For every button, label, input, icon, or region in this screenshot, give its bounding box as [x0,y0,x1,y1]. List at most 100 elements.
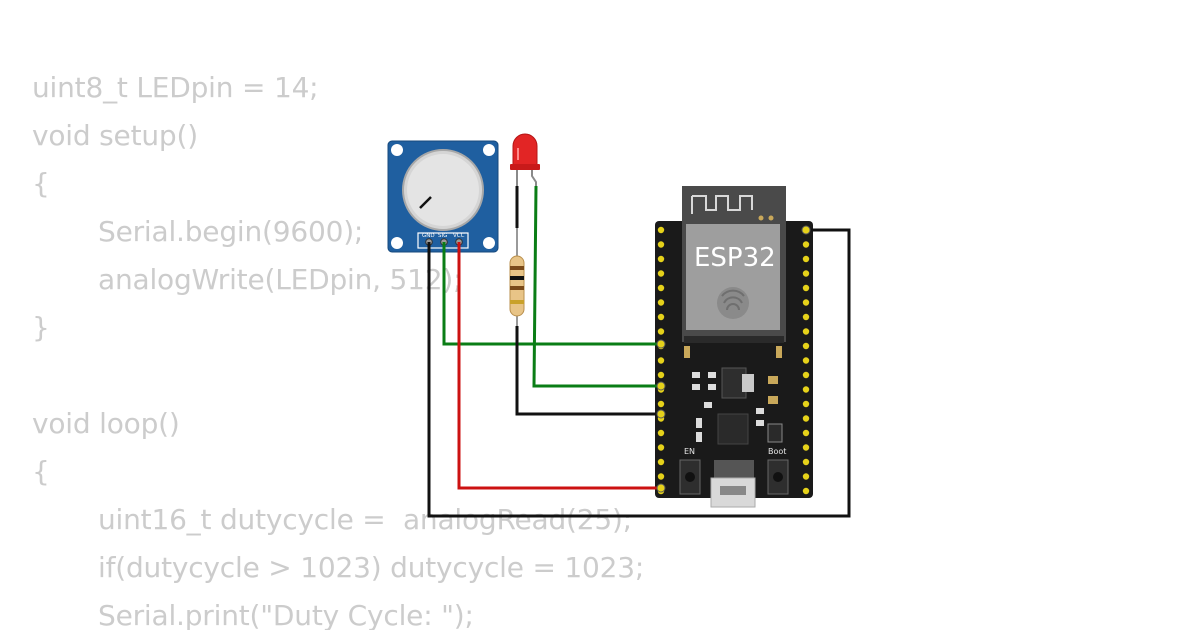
header-pin[interactable] [802,313,810,321]
right-pin-header [802,226,810,495]
mount-hole-icon [391,144,403,156]
resistor-band [510,266,524,270]
board-title: ESP32 [694,243,776,273]
header-pin[interactable] [802,270,810,277]
header-pin[interactable] [802,328,810,335]
pot-pin-gnd-label: GND [422,233,435,239]
wire-red-vcc[interactable] [457,242,660,490]
led-body [512,133,538,169]
header-pin[interactable] [657,226,665,234]
header-pin[interactable] [802,284,810,292]
header-pin[interactable] [657,270,665,277]
smd-part [708,372,716,378]
header-pin[interactable] [802,400,810,408]
code-line: uint8_t LEDpin = 14; [32,71,319,104]
knob-indicator [419,196,432,209]
wire-black-resistor[interactable] [515,326,660,416]
smd-part [756,408,764,414]
header-pin[interactable] [802,415,810,422]
header-pin[interactable] [657,284,665,292]
module-pad [758,215,764,221]
header-pin[interactable] [802,487,810,495]
pin-connected[interactable] [656,409,666,419]
header-pin[interactable] [802,444,810,451]
code-line: Serial.print("Duty Cycle: "); [98,599,474,630]
header-pin[interactable] [657,400,665,408]
code-line: { [32,167,50,200]
regulator-tab [742,374,754,392]
header-pin[interactable] [802,458,810,466]
header-pin[interactable] [802,386,810,393]
boot-button-cap [773,472,783,482]
header-pin[interactable] [802,299,810,306]
mount-hole-icon [483,144,495,156]
header-pin[interactable] [657,371,665,379]
header-pin[interactable] [657,473,665,480]
header-pin[interactable] [802,429,810,437]
led[interactable] [510,133,540,186]
led-anode-leg [531,168,537,186]
smd-part [768,396,778,404]
code-line: Serial.begin(9600); [98,215,364,248]
smd-part [776,346,782,358]
resistor-band [510,276,524,280]
usb-opening [720,486,746,495]
module-pad [768,215,774,221]
pin-connected[interactable] [801,225,811,235]
smd-part [684,346,690,358]
header-pin[interactable] [657,444,665,451]
usb-pads [714,460,754,482]
header-pin[interactable] [657,313,665,321]
potentiometer[interactable]: GND SIG VCC [387,140,499,253]
smd-part [692,384,700,390]
header-pin[interactable] [657,357,665,364]
code-line: { [32,455,50,488]
code-line: uint16_t dutycycle = analogRead(25); [98,503,632,536]
pin-connected[interactable] [656,483,666,493]
header-pin[interactable] [657,458,665,466]
wire-green-sig[interactable] [442,242,660,346]
button-boot-label: Boot [768,447,786,456]
usb-uart-chip [717,413,749,445]
header-pin[interactable] [657,429,665,437]
pin-connected[interactable] [656,339,666,349]
header-pin[interactable] [657,299,665,306]
pot-pin-vcc-label: VCC [453,233,465,239]
resistor-band [510,286,524,290]
resistor[interactable] [509,228,525,326]
header-pin[interactable] [802,371,810,379]
header-pin[interactable] [802,241,810,248]
code-line: if(dutycycle > 1023) dutycycle = 1023; [98,551,645,584]
smd-part [696,432,702,442]
code-line: void loop() [32,407,180,440]
smd-part [708,384,716,390]
header-pin[interactable] [657,255,665,263]
led-rim [510,164,540,170]
wires [427,185,851,518]
code-line: analogWrite(LEDpin, 512); [98,263,463,296]
smd-part [768,376,778,384]
header-pin[interactable] [802,342,810,350]
esp32-board[interactable]: ESP32 EN Boot [655,186,813,508]
en-button-cap [685,472,695,482]
smd-part [756,420,764,426]
wire-green-led[interactable] [532,185,660,388]
header-pin[interactable] [657,241,665,248]
resistor-band [510,300,524,304]
mount-hole-icon [483,237,495,249]
smd-part [696,418,702,428]
header-pin[interactable] [802,357,810,364]
wire-black-gnd[interactable] [427,228,851,518]
header-pin[interactable] [802,473,810,480]
module-pins [684,336,784,343]
pin-connected[interactable] [656,381,666,391]
header-pin[interactable] [657,328,665,335]
header-pin[interactable] [802,255,810,263]
button-en-label: EN [684,447,695,456]
potentiometer-knob-face [407,154,479,226]
pot-pin-sig-label: SIG [438,233,447,239]
smd-part [704,402,712,408]
antenna-trace-icon [691,195,753,214]
